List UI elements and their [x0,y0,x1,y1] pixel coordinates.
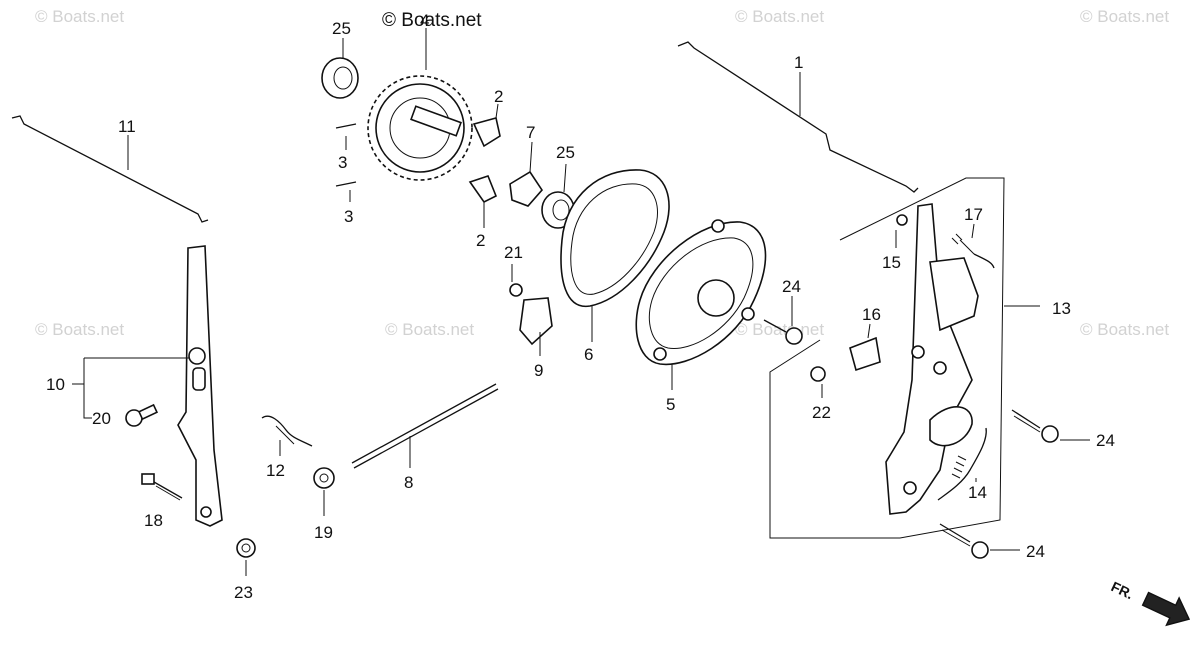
part-17-spring: 17 [951,205,995,269]
callout-18[interactable]: 18 [144,511,163,530]
part-25-bearing-top: 25 [321,19,359,99]
part-4-gear: 4 [367,11,473,181]
part-11-rod: 11 [11,115,209,223]
callout-11[interactable]: 11 [118,117,136,136]
part-7-cam: 7 [509,123,544,207]
part-2-keys: 2 2 [468,87,503,250]
part-6-gasket: 6 [560,169,670,364]
callout-19[interactable]: 19 [314,523,333,542]
part-12-spring: 12 [261,415,313,480]
part-10-lever: 10 [46,245,223,527]
watermark-5: © Boats.net [385,320,474,339]
part-14-spring: 14 [937,427,987,502]
part-24-bolt-right: 24 [1011,409,1115,450]
callout-16[interactable]: 16 [862,305,881,324]
front-arrow-icon [1141,591,1191,627]
callout-7[interactable]: 7 [526,123,535,142]
part-24-bolt-bottom: 24 [939,523,1045,561]
part-5-cover: 5 [635,219,767,414]
callout-6[interactable]: 6 [584,345,593,364]
callout-5[interactable]: 5 [666,395,675,414]
callout-12[interactable]: 12 [266,461,285,480]
part-1-rod: 1 [677,41,919,193]
part-3-pins: 3 3 [335,123,357,226]
callout-24c[interactable]: 24 [1026,542,1045,561]
callout-21[interactable]: 21 [504,243,523,262]
part-13-assembly: 13 [769,177,1071,539]
part-21-screw: 21 [504,243,523,297]
part-16-clip: 16 [849,305,881,372]
callout-13[interactable]: 13 [1052,299,1071,318]
watermark-dark: © Boats.net [382,10,482,31]
watermark-4: © Boats.net [35,320,124,339]
callout-2a[interactable]: 2 [494,87,503,106]
part-8-shaft: 8 [351,383,499,492]
part-22-screw: 22 [810,366,831,422]
callout-24a[interactable]: 24 [782,277,801,296]
callout-10[interactable]: 10 [46,375,65,394]
part-20-bolt: 20 [92,403,159,428]
callout-24b[interactable]: 24 [1096,431,1115,450]
callout-25a[interactable]: 25 [332,19,351,38]
callout-4[interactable]: 4 [420,11,429,30]
callout-1[interactable]: 1 [794,53,803,72]
part-24-bolt-mid: 24 [763,277,803,345]
callout-17[interactable]: 17 [964,205,983,224]
front-label: FR. [1109,578,1136,602]
watermark-3: © Boats.net [1080,7,1169,26]
callout-3b[interactable]: 3 [344,207,353,226]
callout-3a[interactable]: 3 [338,153,347,172]
front-direction-indicator: FR. [1109,578,1191,627]
callout-22[interactable]: 22 [812,403,831,422]
callout-2b[interactable]: 2 [476,231,485,250]
callout-14[interactable]: 14 [968,483,987,502]
watermark-2: © Boats.net [735,7,824,26]
callout-20[interactable]: 20 [92,409,111,428]
callout-9[interactable]: 9 [534,361,543,380]
watermark-1: © Boats.net [35,7,124,26]
watermark-6: © Boats.net [735,320,824,339]
part-19-collar: 19 [313,467,335,542]
callout-8[interactable]: 8 [404,473,413,492]
callout-23[interactable]: 23 [234,583,253,602]
part-9-bracket: 9 [519,297,553,380]
watermark-7: © Boats.net [1080,320,1169,339]
part-18-screw: 18 [141,473,183,530]
part-15-screw: 15 [882,214,908,272]
callout-25b[interactable]: 25 [556,143,575,162]
callout-15[interactable]: 15 [882,253,901,272]
part-23-nut: 23 [234,538,256,602]
